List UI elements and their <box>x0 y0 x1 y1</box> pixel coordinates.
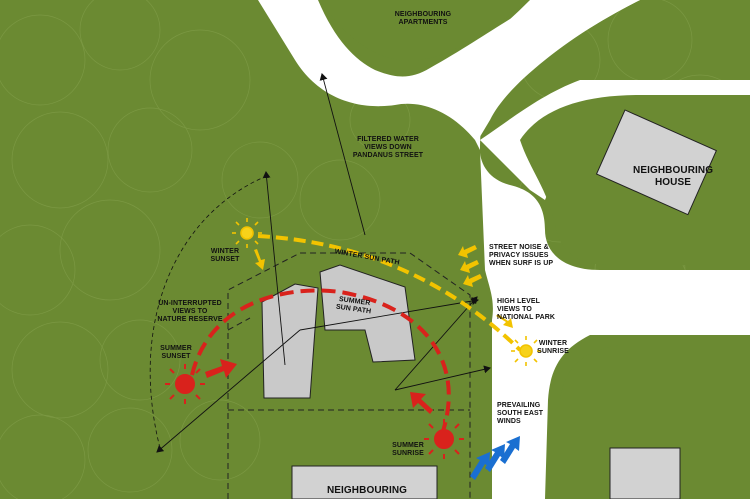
label-filtered-water-views: FILTERED WATER VIEWS DOWN PANDANUS STREE… <box>352 136 424 159</box>
label-neighbouring-bottom: NEIGHBOURING <box>326 485 408 496</box>
winter-sunrise-sun-icon <box>511 336 541 366</box>
summer-sunset-sun-icon <box>165 364 205 404</box>
summer-sunrise-sun-icon <box>424 419 464 459</box>
label-winter-sunset: WINTER SUNSET <box>210 248 240 263</box>
label-neighbouring-house: NEIGHBOURING HOUSE <box>633 165 714 188</box>
grass-island-bottom-right <box>560 345 750 499</box>
winter-arrows-icon <box>254 245 513 328</box>
winter-sunset-sun-icon <box>232 218 262 248</box>
winter-sun-path <box>257 234 522 352</box>
view-lines <box>156 73 491 453</box>
summer-sunrise-arrow-icon <box>410 392 433 414</box>
label-summer-sunrise: SUMMER SUNRISE <box>392 442 424 457</box>
proposed-building-right <box>319 264 416 363</box>
neighbouring-bottom-right-building <box>609 447 681 499</box>
neighbouring-bottom-building <box>291 465 438 499</box>
label-street-noise: STREET NOISE & PRIVACY ISSUES WHEN SURF … <box>489 244 554 267</box>
road-network <box>258 0 750 499</box>
wind-arrows-icon <box>470 436 520 480</box>
summer-sun-path <box>190 288 451 441</box>
label-uninterrupted-views: UN-INTERRUPTED VIEWS TO NATURE RESERVE <box>157 300 223 323</box>
summer-sunset-arrow-icon <box>205 359 237 378</box>
neighbouring-house-building <box>595 109 718 216</box>
view-arc <box>149 177 263 449</box>
label-summer-sunset: SUMMER SUNSET <box>160 345 192 360</box>
road-top-right-edge <box>430 0 640 140</box>
grass-island-center <box>320 0 530 61</box>
proposed-building-left <box>261 283 319 399</box>
label-high-level-views: HIGH LEVEL VIEWS TO NATIONAL PARK <box>497 298 556 321</box>
label-prevailing-winds: PREVAILING SOUTH EAST WINDS <box>497 402 544 425</box>
label-neighbouring-apartments: NEIGHBOURING APARTMENTS <box>394 11 452 26</box>
label-winter-sunrise: WINTER SUNRISE <box>537 340 569 355</box>
